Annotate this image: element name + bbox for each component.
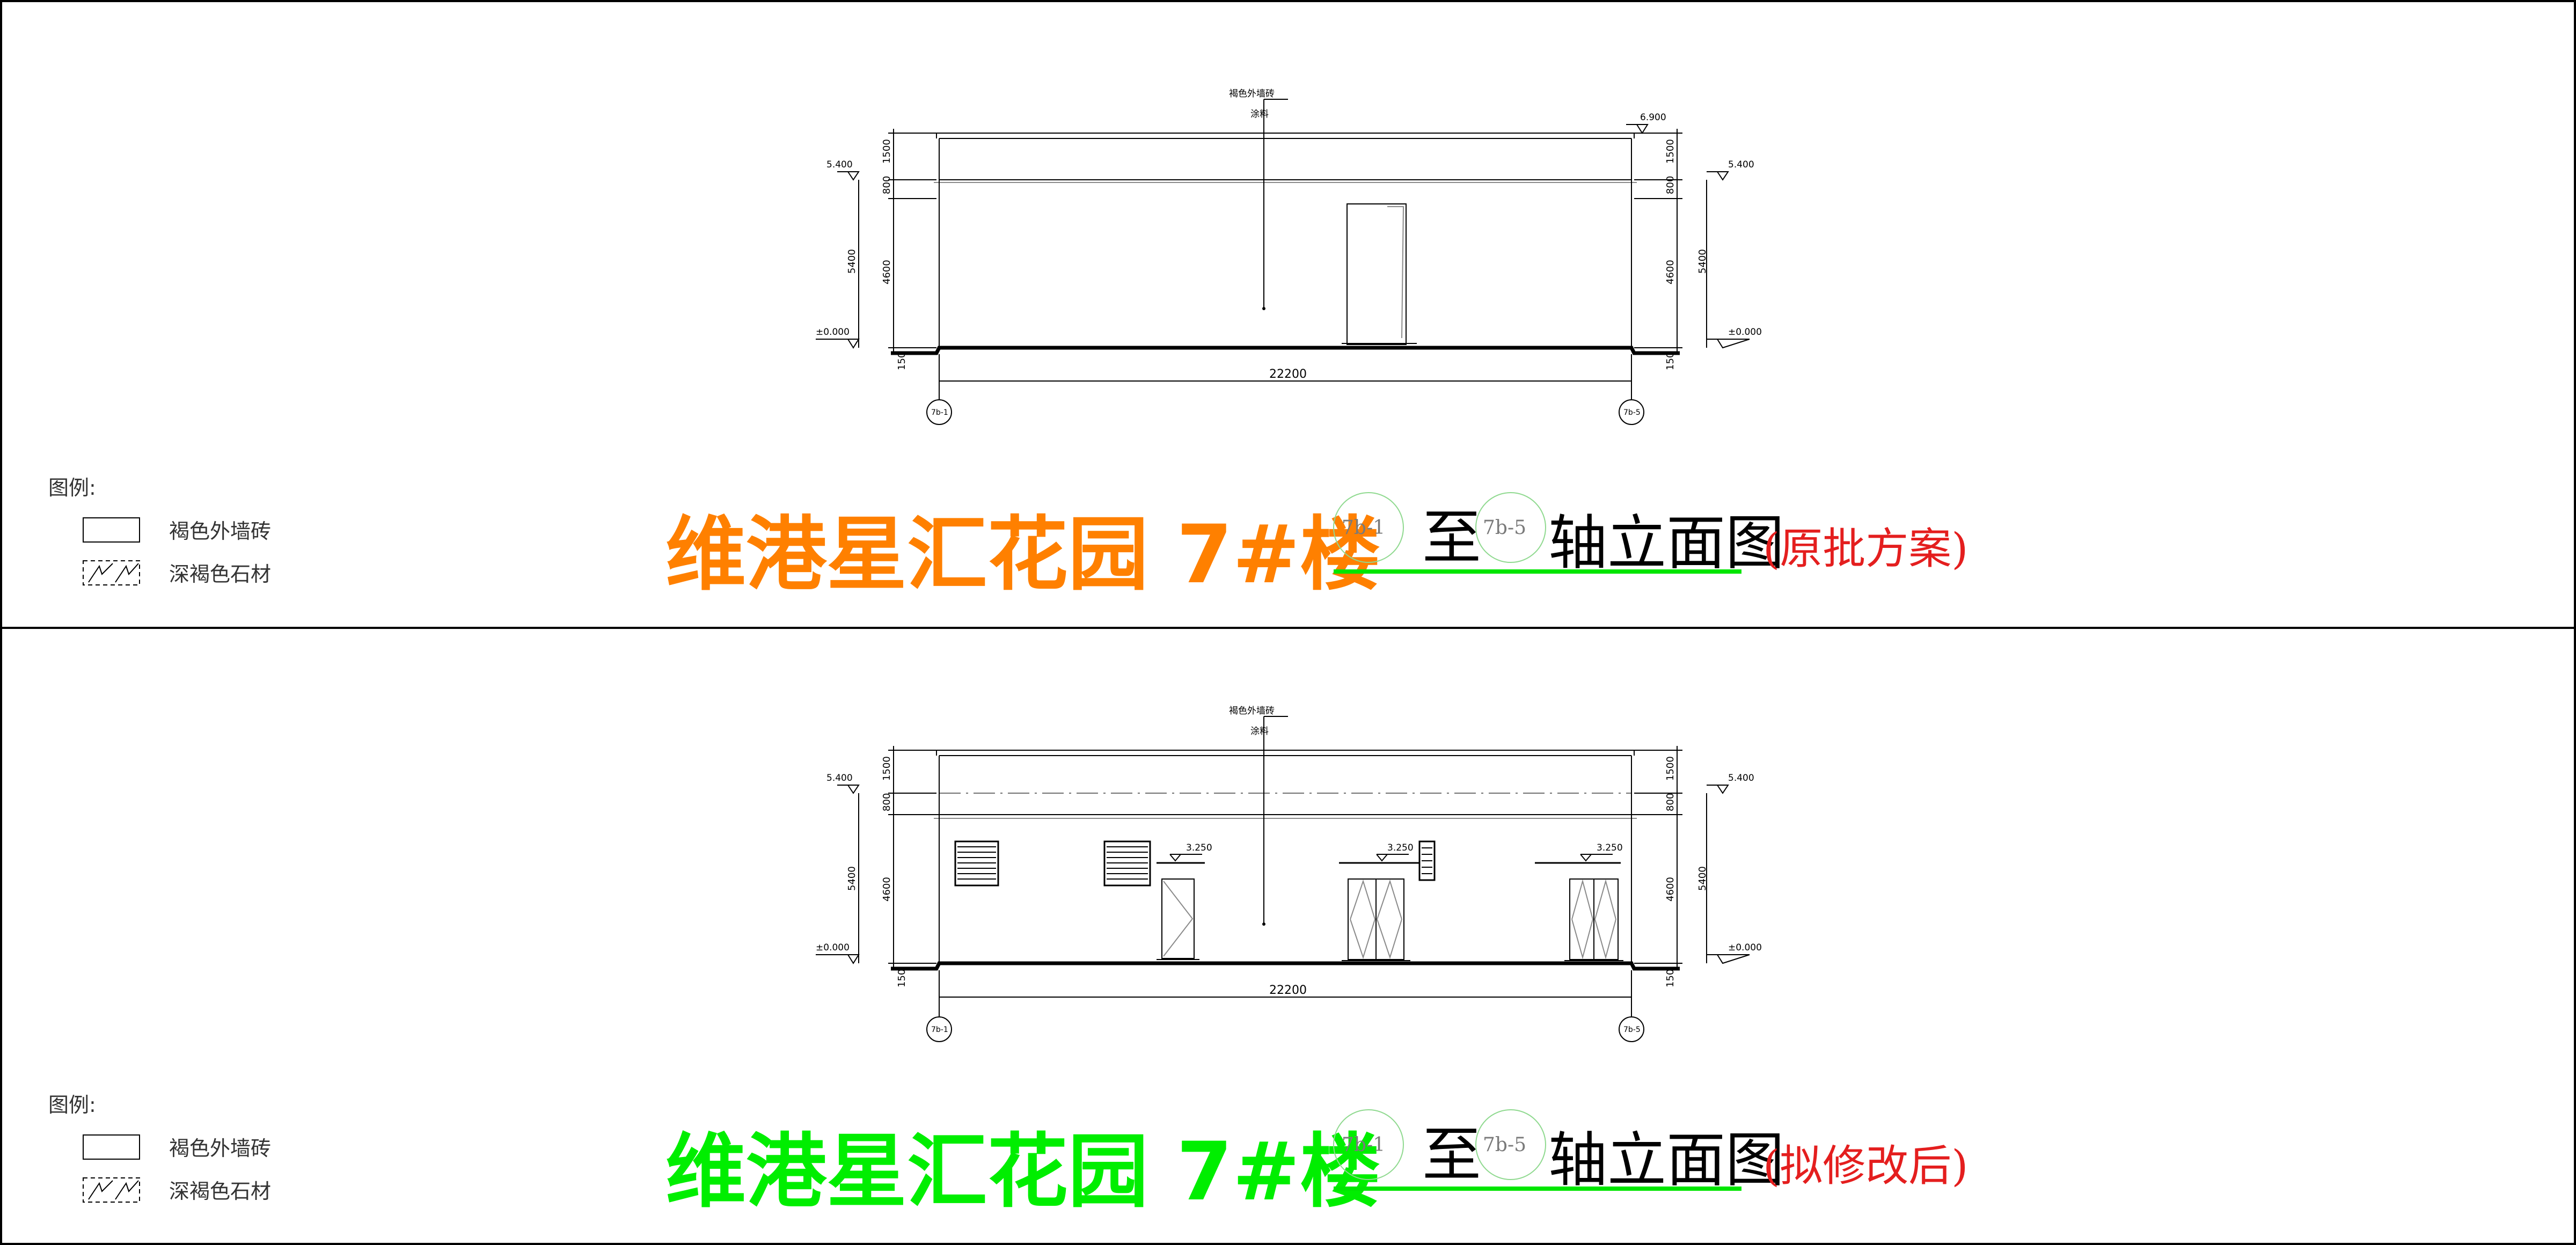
elev-left-roof: 5.400: [826, 159, 853, 170]
elev-left-zero: ±0.000: [816, 942, 850, 953]
dimension-chain-right: 1500 800 4600 5400 150 5.400 ±0.000: [1634, 746, 1762, 987]
overall-dimension: 22200: [1269, 984, 1307, 997]
dim-right-band: 800: [1665, 793, 1676, 811]
dimension-chain-left: 1500 800 4600 5400 150 5.400 ±0.000: [816, 129, 936, 370]
axis-end-label: 7b-5: [1483, 517, 1526, 539]
axis-start-label: 7b-1: [1342, 1134, 1385, 1156]
title-revised: 维港星汇花园 7#楼 7b-1 至 7b-5 轴立面图 (拟修改后): [665, 1109, 1968, 1219]
dim-left-band: 800: [881, 176, 892, 194]
elevation-title-suffix: 轴立面图: [1548, 1126, 1784, 1195]
elev-right-top: 6.900: [1640, 112, 1666, 123]
elev-left-zero: ±0.000: [816, 327, 850, 338]
axis-bubble-left: [926, 399, 952, 425]
legend-swatch-brick: [83, 1134, 140, 1160]
axis-bubble-left-label: 7b-1: [931, 1026, 948, 1034]
elev-opening-3: 3.250: [1597, 843, 1623, 853]
axis-bubble-left-label: 7b-1: [931, 408, 948, 417]
dim-right-total: 5400: [1697, 866, 1708, 891]
dim-right-total: 5400: [1697, 249, 1708, 274]
dim-right-band: 800: [1665, 176, 1676, 194]
panel-original: 褐色外墙砖 涂料 1500 800 4600 5400 150 5.400 ±0…: [48, 89, 1968, 602]
elev-opening-1: 3.250: [1186, 843, 1212, 853]
axis-start-label: 7b-1: [1342, 517, 1385, 539]
elev-right-zero: ±0.000: [1728, 327, 1762, 338]
dimension-chain-left: 1500 800 4600 5400 150 5.400 ±0.000: [816, 746, 936, 987]
material-note-2: 涂料: [1250, 109, 1269, 120]
panel-revised: 3.250 3.250 3.250: [48, 706, 1968, 1219]
elev-right-zero: ±0.000: [1728, 942, 1762, 953]
dim-left-total: 5400: [846, 866, 858, 891]
dimension-chain-right: 1500 800 4600 5400 150 6.900 5.400 ±0.00…: [1626, 112, 1762, 370]
axis-bubble-right: [1619, 1016, 1644, 1042]
axis-end-bubble: [1475, 1109, 1546, 1180]
dim-right-wall: 4600: [1665, 877, 1676, 902]
legend-item-brick: 褐色外墙砖: [169, 519, 271, 543]
axis-to-label: 至: [1422, 503, 1481, 572]
axis-bubble-left: [926, 1016, 952, 1042]
axis-start-bubble: [1333, 492, 1404, 563]
legend-item-stone: 深褐色石材: [169, 562, 271, 586]
legend-revised: 图例: 褐色外墙砖 深褐色石材: [48, 1093, 271, 1203]
louvre-window-2: [1103, 840, 1151, 887]
legend-title: 图例:: [48, 1093, 96, 1117]
legend-swatch-stone: [83, 560, 140, 585]
elevation-original: 褐色外墙砖 涂料 1500 800 4600 5400 150 5.400 ±0…: [816, 89, 1762, 425]
axis-start-bubble: [1333, 1109, 1404, 1180]
title-original: 维港星汇花园 7#楼 7b-1 至 7b-5 轴立面图 (原批方案): [665, 492, 1968, 602]
axis-bubble-right-label: 7b-5: [1623, 408, 1641, 417]
axis-bubble-right-label: 7b-5: [1623, 1026, 1641, 1034]
dim-right-base: 150: [1665, 969, 1676, 987]
scheme-tag: (拟修改后): [1763, 1141, 1968, 1191]
elev-right-roof: 5.400: [1728, 159, 1754, 170]
double-door-1: [1342, 878, 1410, 961]
dim-left-band: 800: [881, 793, 892, 811]
elev-opening-2: 3.250: [1387, 843, 1414, 853]
louvre-window-1: [954, 840, 999, 887]
single-door: [1157, 878, 1199, 960]
legend-title: 图例:: [48, 476, 96, 500]
dim-right-parapet: 1500: [1665, 756, 1676, 781]
elev-left-roof: 5.400: [826, 773, 853, 783]
elev-right-roof: 5.400: [1728, 773, 1754, 783]
title-main: 维港星汇花园 7#楼: [665, 508, 1380, 602]
title-main: 维港星汇花园 7#楼: [665, 1125, 1380, 1219]
overall-dimension: 22200: [1269, 368, 1307, 381]
dim-left-total: 5400: [846, 249, 858, 274]
axis-to-label: 至: [1422, 1120, 1481, 1189]
legend-item-stone: 深褐色石材: [169, 1180, 271, 1203]
legend-swatch-brick: [83, 517, 140, 543]
dim-left-parapet: 1500: [881, 139, 892, 164]
dim-right-wall: 4600: [1665, 260, 1676, 284]
elevation-revised: 3.250 3.250 3.250: [816, 706, 1762, 1042]
dim-right-base: 150: [1665, 352, 1676, 370]
axis-end-bubble: [1475, 492, 1546, 563]
dim-left-base: 150: [896, 969, 908, 987]
material-note-2: 涂料: [1250, 726, 1269, 737]
louvre-window-3: [1418, 840, 1436, 881]
axis-end-label: 7b-5: [1483, 1134, 1526, 1156]
dim-right-parapet: 1500: [1665, 139, 1676, 164]
dim-left-base: 150: [896, 352, 908, 370]
axis-bubble-right: [1619, 399, 1644, 425]
dim-left-parapet: 1500: [881, 756, 892, 781]
material-note-1: 褐色外墙砖: [1229, 706, 1275, 716]
legend-original: 图例: 褐色外墙砖 深褐色石材: [48, 476, 271, 586]
dim-left-wall: 4600: [881, 260, 892, 284]
elevation-title-suffix: 轴立面图: [1548, 509, 1784, 577]
material-note-1: 褐色外墙砖: [1229, 89, 1275, 99]
legend-item-brick: 褐色外墙砖: [169, 1137, 271, 1160]
dim-left-wall: 4600: [881, 877, 892, 902]
legend-swatch-stone: [83, 1177, 140, 1203]
scheme-tag: (原批方案): [1763, 524, 1968, 574]
double-door-2: [1564, 878, 1623, 961]
